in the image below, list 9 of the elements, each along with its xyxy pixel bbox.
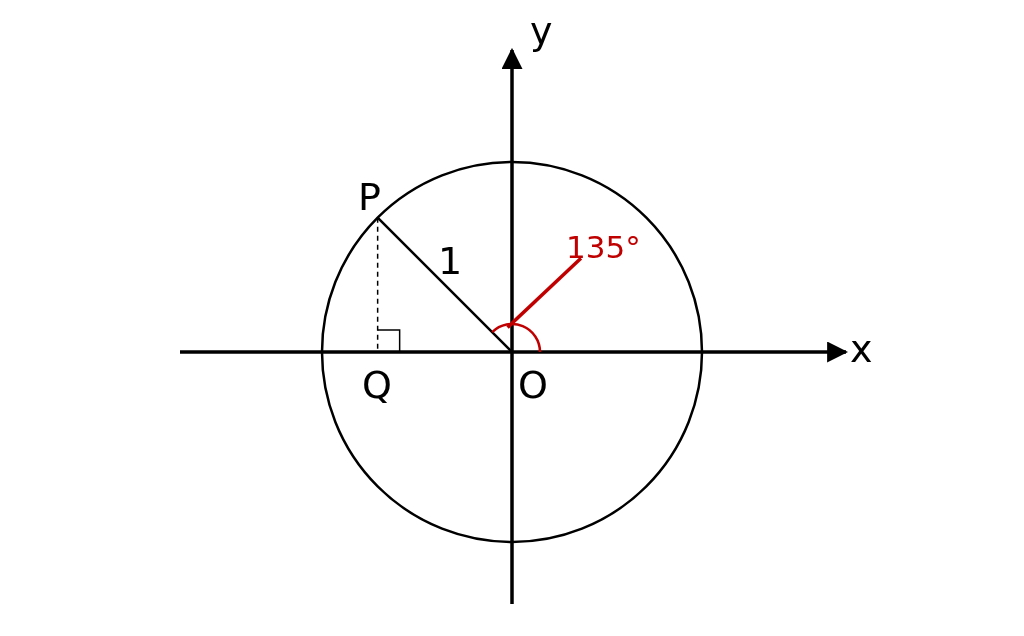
length-label: 1 [438, 242, 463, 280]
angle-label: 135° [566, 232, 641, 263]
point-label: P [358, 178, 381, 216]
point-label: O [518, 366, 548, 404]
point-label: Q [362, 366, 392, 404]
leader-line [506, 257, 583, 329]
axis-label: y [530, 12, 553, 50]
axis-label: x [850, 330, 873, 368]
angle-arc [491, 322, 542, 353]
